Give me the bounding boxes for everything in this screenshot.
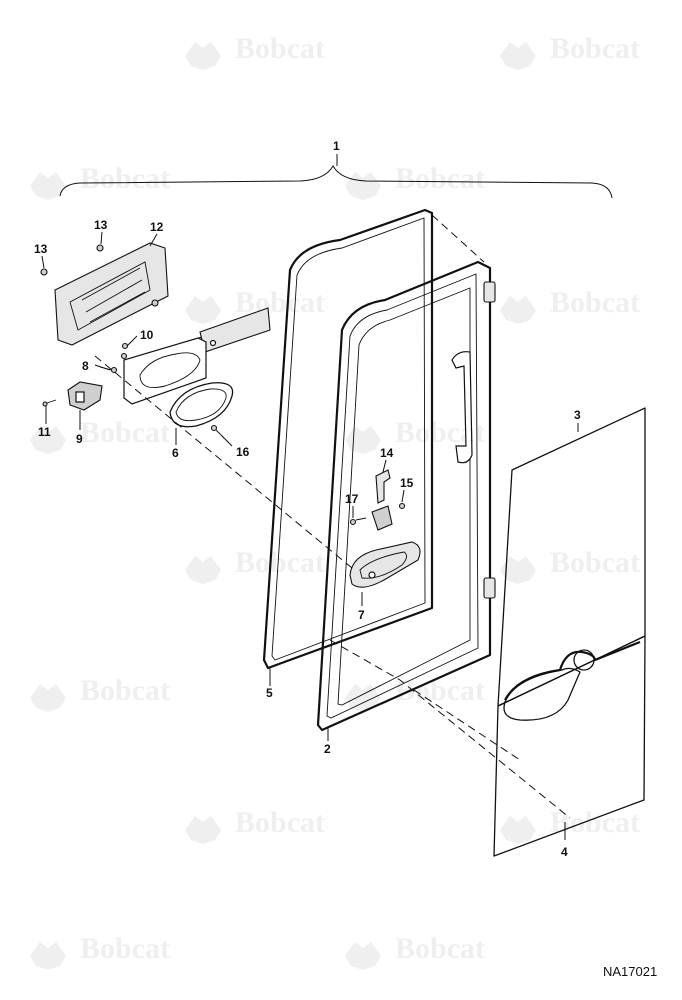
bobcat-watermark-text: Bobcat: [235, 546, 325, 579]
bobcat-logo-icon: [185, 816, 221, 844]
bobcat-watermark-text: Bobcat: [235, 286, 325, 319]
screw-11: [42, 399, 57, 407]
alignment-lines: [94, 214, 571, 819]
bobcat-logo-icon: [345, 684, 381, 712]
bobcat-watermark-text: Bobcat: [550, 286, 640, 319]
grab-handle: [451, 351, 473, 464]
bobcat-watermark-text: Bobcat: [80, 416, 170, 449]
bobcat-logo-icon: [185, 296, 221, 324]
bobcat-watermark: Bobcat: [345, 162, 485, 200]
bobcat-watermark: Bobcat: [500, 806, 640, 844]
bobcat-watermark: Bobcat: [500, 546, 640, 584]
screw-17: [349, 517, 367, 526]
callout-13-left: 13: [34, 242, 48, 256]
callout-14: 14: [380, 446, 394, 460]
bobcat-logo-icon: [185, 556, 221, 584]
bobcat-watermark: Bobcat: [30, 932, 170, 970]
bobcat-logo-icon: [500, 816, 536, 844]
screw-13a: [40, 268, 48, 276]
door-frame-part-2: [316, 260, 496, 732]
callout-4: 4: [561, 845, 568, 859]
bobcat-logo-icon: [30, 426, 66, 454]
bobcat-watermark: Bobcat: [30, 162, 170, 200]
screw-12: [151, 299, 159, 307]
inside-handle-part-6: [169, 382, 234, 428]
bobcat-logo-icon: [30, 172, 66, 200]
bobcat-logo-icon: [185, 42, 221, 70]
latch-part-9: [67, 381, 103, 411]
bobcat-watermark: Bobcat: [185, 32, 325, 70]
handle-mount-part-10: [123, 307, 271, 405]
bobcat-watermark-text: Bobcat: [550, 546, 640, 579]
callout-5: 5: [266, 686, 273, 700]
bobcat-watermark-text: Bobcat: [395, 162, 485, 195]
callout-6: 6: [172, 446, 179, 460]
callout-16: 16: [236, 445, 250, 459]
bobcat-watermark-text: Bobcat: [550, 806, 640, 839]
bobcat-logo-icon: [500, 556, 536, 584]
bobcat-watermark-text: Bobcat: [235, 806, 325, 839]
leader-lines: [41, 154, 579, 840]
bobcat-logo-icon: [500, 296, 536, 324]
callout-17: 17: [345, 492, 359, 506]
callout-7: 7: [358, 608, 365, 622]
bobcat-watermark-text: Bobcat: [395, 932, 485, 965]
handle-bracket-part-12: [54, 242, 169, 346]
bobcat-watermark-text: Bobcat: [550, 32, 640, 65]
callout-15: 15: [400, 476, 414, 490]
callout-labels: 1 2 3 4 5 6 7 8 9 10 11 12 13 13 14 15 1…: [34, 139, 581, 859]
latch-plate: [371, 505, 393, 531]
bobcat-watermark: Bobcat: [30, 416, 170, 454]
bobcat-watermark: Bobcat: [185, 286, 325, 324]
screw-15: [398, 502, 406, 510]
bobcat-logo-icon: [30, 684, 66, 712]
bobcat-watermark-text: Bobcat: [80, 162, 170, 195]
callout-11: 11: [38, 425, 51, 439]
bracket-part-14: [375, 469, 391, 504]
assembly-bracket: [59, 164, 613, 199]
bobcat-watermark: Bobcat: [500, 32, 640, 70]
bobcat-watermark: Bobcat: [345, 932, 485, 970]
bobcat-logo-icon: [345, 172, 381, 200]
outside-handle-part-7: [349, 541, 421, 588]
bobcat-logo-icon: [345, 426, 381, 454]
bobcat-watermark-text: Bobcat: [80, 674, 170, 707]
callout-8: 8: [82, 359, 89, 373]
fasteners: [40, 244, 406, 526]
hinge-bottom: [483, 577, 496, 599]
callout-3: 3: [574, 408, 581, 422]
bobcat-logo-icon: [345, 942, 381, 970]
callout-1: 1: [333, 139, 340, 153]
callout-12: 12: [150, 220, 164, 234]
bobcat-watermark: Bobcat: [500, 286, 640, 324]
screw-13b: [96, 244, 104, 252]
bobcat-watermark-text: Bobcat: [235, 32, 325, 65]
hinge-top: [483, 281, 496, 303]
bobcat-watermark: Bobcat: [185, 546, 325, 584]
lower-window-part-4: [493, 635, 646, 857]
callout-13-top: 13: [94, 218, 108, 232]
drawing-id: NA17021: [603, 964, 657, 979]
bobcat-logo-icon: [500, 42, 536, 70]
bobcat-watermark-text: Bobcat: [80, 932, 170, 965]
bobcat-logo-icon: [30, 942, 66, 970]
door-seal-part-5: [262, 208, 434, 670]
screw-10: [120, 342, 129, 360]
bobcat-watermark: Bobcat: [185, 806, 325, 844]
callout-9: 9: [76, 432, 83, 446]
bobcat-watermark: Bobcat: [30, 674, 170, 712]
callout-2: 2: [324, 742, 331, 756]
callout-10: 10: [140, 328, 154, 342]
